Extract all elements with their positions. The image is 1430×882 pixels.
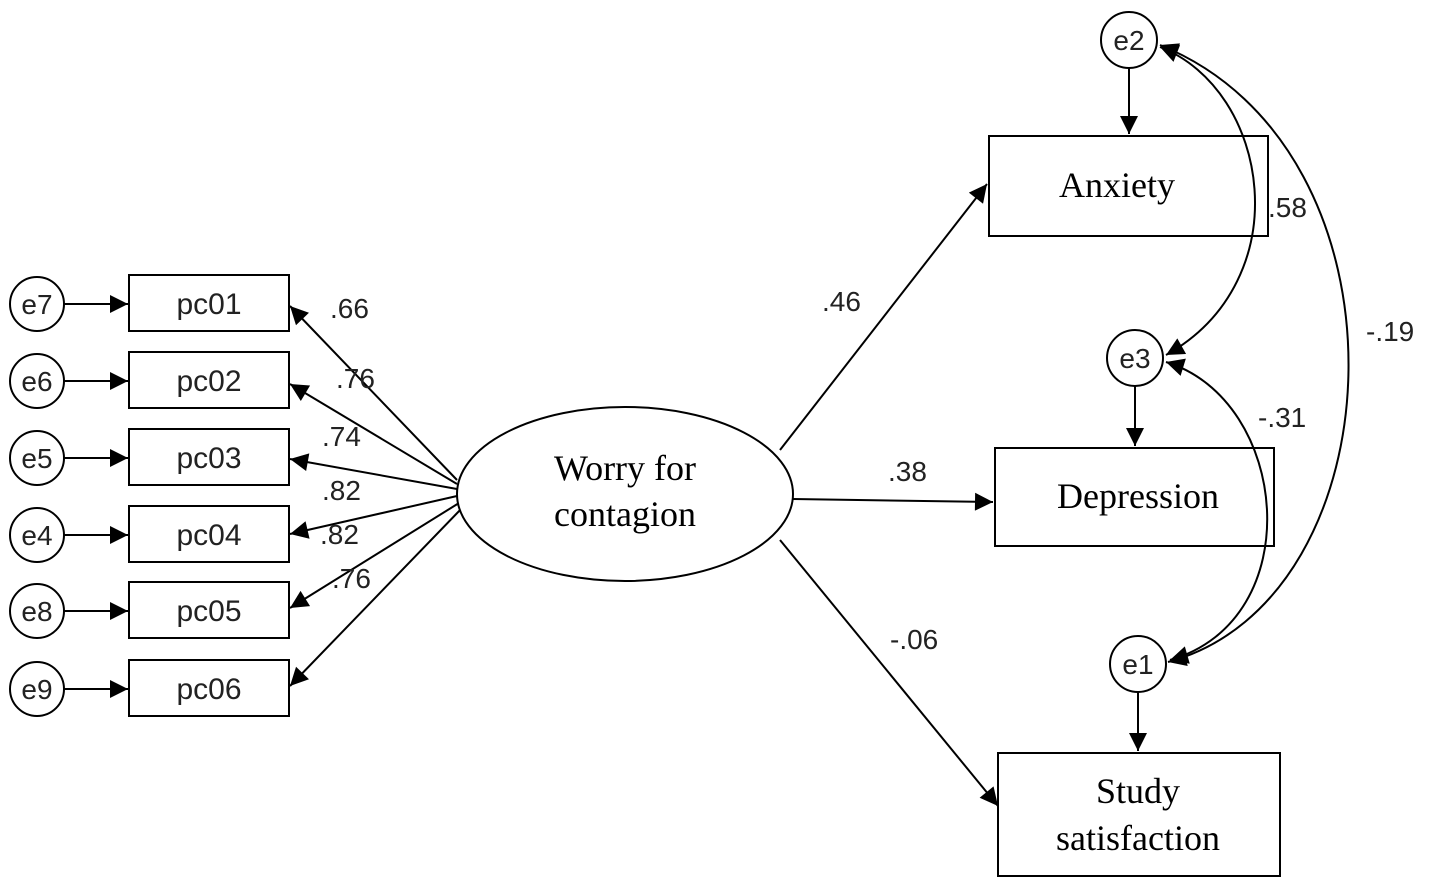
error-label-e4: e4 (21, 520, 52, 551)
path-value-study-satisfaction: -.06 (890, 624, 938, 655)
covariance-value-e3-e1: -.31 (1258, 402, 1306, 433)
covariance-curve-e3-e1 (1165, 358, 1269, 664)
indicator-pc03: e5 pc03 (9, 428, 290, 486)
outcome-depression: Depression (994, 447, 1275, 547)
error-label-e6: e6 (21, 366, 52, 397)
indicator-pc04: e4 pc04 (9, 505, 290, 563)
indicator-box-pc05 (128, 581, 290, 639)
loading-value-pc02: .76 (336, 363, 375, 394)
outcome-label-depression: Depression (1057, 476, 1219, 516)
error-label-e5: e5 (21, 443, 52, 474)
loading-arrow-pc02 (289, 383, 458, 485)
latent-worry-for-contagion: Worry for contagion (456, 406, 794, 582)
error-label-e1: e1 (1122, 649, 1153, 680)
loading-value-pc04: .82 (322, 475, 361, 506)
indicator-label-pc05: pc05 (176, 595, 241, 628)
indicator-pc05: e8 pc05 (9, 581, 290, 639)
path-arrow-study-satisfaction (779, 539, 999, 807)
covariance-curve-e2-e3 (1159, 45, 1256, 356)
indicator-label-pc01: pc01 (176, 288, 241, 321)
indicator-pc02: e6 pc02 (9, 351, 290, 409)
indicator-box-pc01 (128, 274, 290, 332)
indicator-label-pc03: pc03 (176, 442, 241, 475)
error-label-e2: e2 (1113, 25, 1144, 56)
indicator-pc01: e7 pc01 (9, 274, 290, 332)
latent-ellipse (456, 406, 794, 582)
path-arrow-depression (792, 492, 994, 511)
outcome-box-anxiety (988, 135, 1269, 237)
error-label-e3: e3 (1119, 343, 1150, 374)
error-label-e7: e7 (21, 289, 52, 320)
indicator-label-pc02: pc02 (176, 365, 241, 398)
loading-arrows (289, 305, 463, 687)
error-term-e1: e1 (1109, 635, 1167, 751)
loading-value-pc01: .66 (330, 293, 369, 324)
indicator-pc06: e9 pc06 (9, 659, 290, 717)
error-term-e3: e3 (1106, 329, 1164, 446)
outcome-label-study-line1: Study (1096, 771, 1180, 811)
path-value-depression: .38 (888, 456, 927, 487)
outcome-label-anxiety: Anxiety (1059, 165, 1175, 205)
indicator-label-pc06: pc06 (176, 673, 241, 706)
error-label-e8: e8 (21, 596, 52, 627)
loading-value-pc05: .82 (320, 519, 359, 550)
covariance-value-e2-e3: .58 (1268, 192, 1307, 223)
loading-arrow-pc01 (289, 305, 458, 481)
covariance-value-e2-e1: -.19 (1366, 316, 1414, 347)
outcome-study-satisfaction: Study satisfaction (997, 752, 1281, 877)
outcome-label-study-line2: satisfaction (1056, 818, 1220, 858)
loading-arrow-pc05 (289, 502, 460, 609)
indicator-box-pc03 (128, 428, 290, 486)
path-value-anxiety: .46 (822, 286, 861, 317)
error-label-e9: e9 (21, 674, 52, 705)
loading-arrow-pc06 (289, 507, 463, 687)
indicator-box-pc06 (128, 659, 290, 717)
indicator-box-pc04 (128, 505, 290, 563)
outcome-anxiety: Anxiety (988, 135, 1269, 237)
outcome-box-depression (994, 447, 1275, 547)
error-term-e2: e2 (1100, 11, 1158, 134)
covariance-curve-e2-e1 (1159, 43, 1350, 667)
indicator-label-pc04: pc04 (176, 519, 241, 552)
outcome-box-study-satisfaction (997, 752, 1281, 877)
loading-value-pc06: .76 (332, 563, 371, 594)
loading-arrow-pc04 (289, 495, 458, 539)
latent-label-line2: contagion (554, 494, 696, 534)
indicator-box-pc02 (128, 351, 290, 409)
path-arrow-anxiety (779, 183, 988, 451)
latent-label-line1: Worry for (554, 448, 696, 488)
loading-value-pc03: .74 (322, 421, 361, 452)
loading-arrow-pc03 (289, 453, 458, 490)
